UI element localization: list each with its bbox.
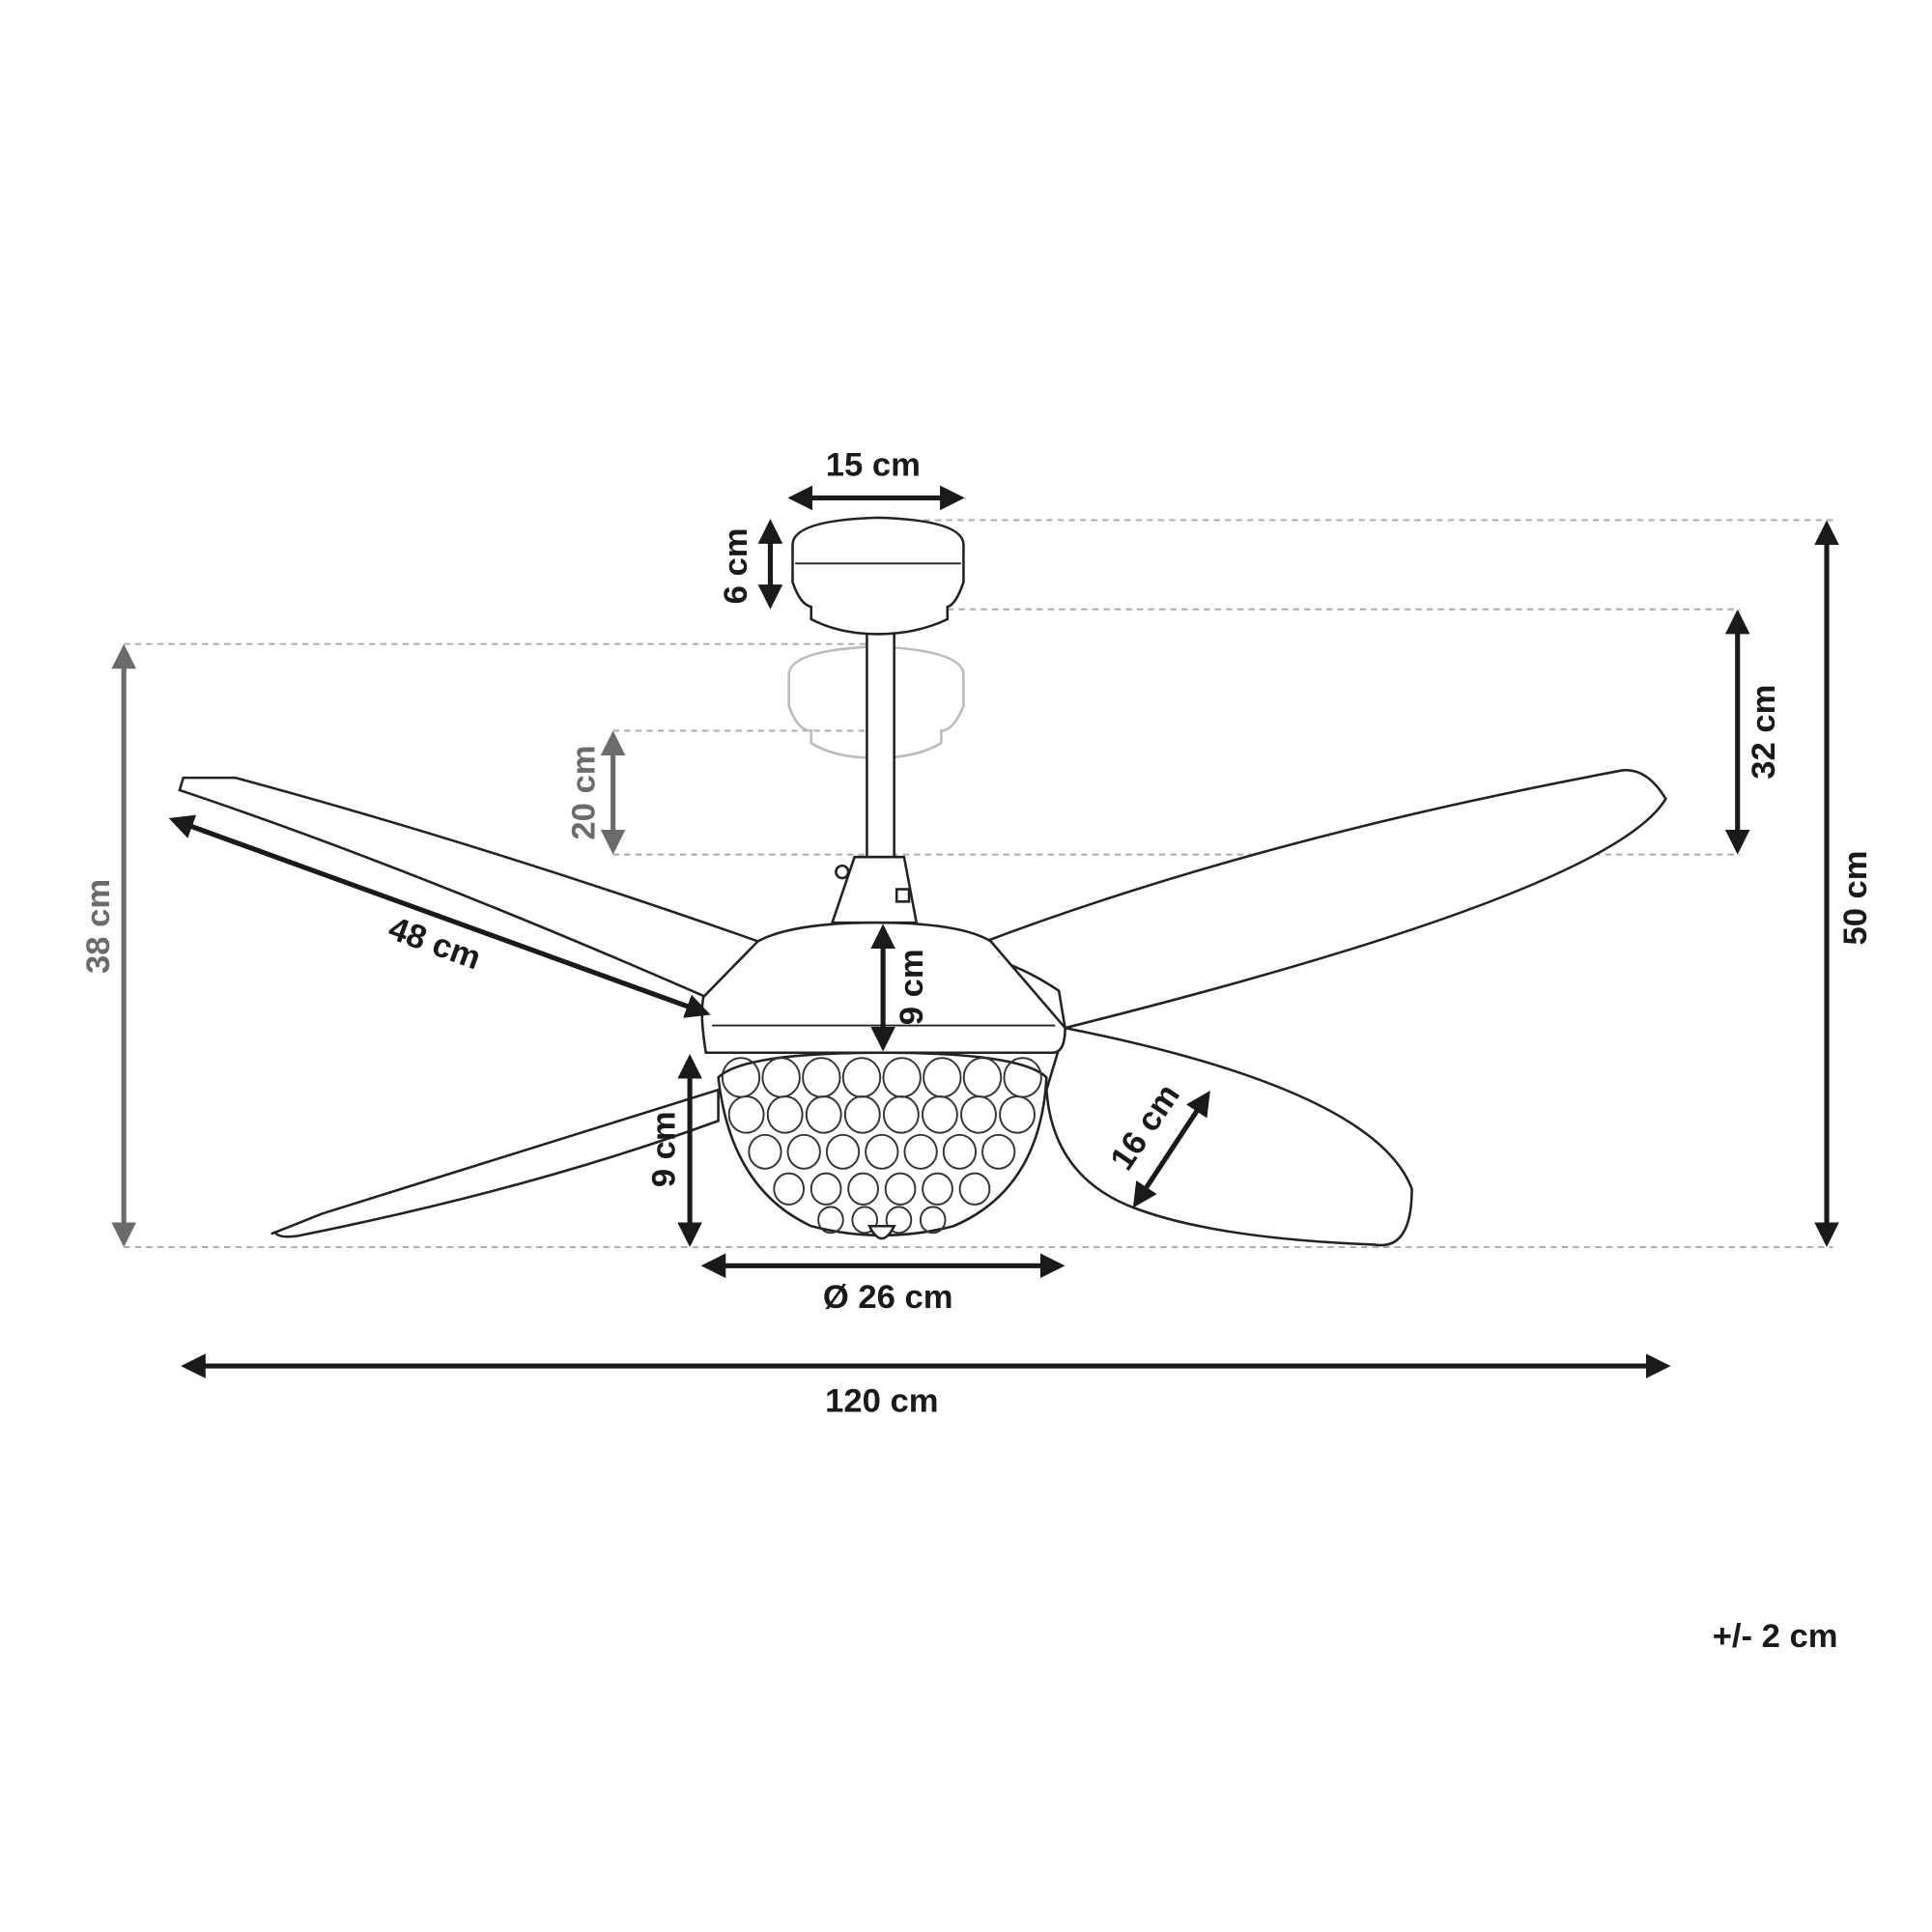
crystal-gem <box>885 1206 913 1235</box>
rod-adjust-label: 20 cm <box>565 745 602 839</box>
crystal-gem <box>903 1133 938 1170</box>
crystal-gem <box>999 1095 1036 1134</box>
tolerance-label: +/- 2 cm <box>1713 1618 1838 1655</box>
downrod <box>866 605 895 859</box>
crystal-light-bowl <box>717 1051 1048 1240</box>
blade-top-right <box>952 769 1667 1030</box>
total-diameter-label: 120 cm <box>825 1383 938 1420</box>
crystal-gem <box>919 1206 947 1235</box>
canopy-width-label: 15 cm <box>826 446 921 483</box>
crystal-gem <box>805 1095 842 1134</box>
crystal-gem <box>847 1172 879 1206</box>
crystal-gem <box>810 1172 842 1206</box>
crystal-gem <box>922 1095 958 1134</box>
crystal-gem <box>727 1095 765 1134</box>
crystal-gem <box>766 1095 804 1134</box>
crystal-gem <box>922 1172 953 1206</box>
blade-bottom-left <box>270 1088 720 1238</box>
canopy-height-label: 6 cm <box>718 527 754 604</box>
crystal-gem <box>884 1172 917 1206</box>
crystal-gem <box>851 1206 878 1235</box>
dimension-lines <box>111 485 1839 1378</box>
crystal-gem <box>817 1206 844 1235</box>
light-diameter-label: Ø 26 cm <box>823 1279 953 1316</box>
housing-height-label: 9 cm <box>894 949 930 1025</box>
light-height-label: 9 cm <box>646 1111 683 1187</box>
blade-length-label: 48 cm <box>384 910 485 977</box>
crystal-gem <box>748 1133 782 1170</box>
blade-bottom-right <box>1045 1026 1413 1247</box>
crystal-gem <box>981 1133 1016 1170</box>
min-height-label: 38 cm <box>80 879 117 974</box>
crystal-gem <box>865 1133 899 1170</box>
crystal-gem <box>825 1133 861 1170</box>
crystal-gem <box>942 1133 978 1170</box>
crystal-gem <box>786 1133 821 1170</box>
total-height-label: 50 cm <box>1837 850 1874 945</box>
crystal-gem <box>882 1095 920 1134</box>
drop-length-label: 32 cm <box>1746 685 1782 780</box>
crystal-gem <box>843 1095 881 1134</box>
crystal-gem <box>958 1172 991 1206</box>
canopy <box>791 516 965 636</box>
crystal-gem <box>960 1095 997 1134</box>
crystal-gem <box>773 1172 806 1206</box>
